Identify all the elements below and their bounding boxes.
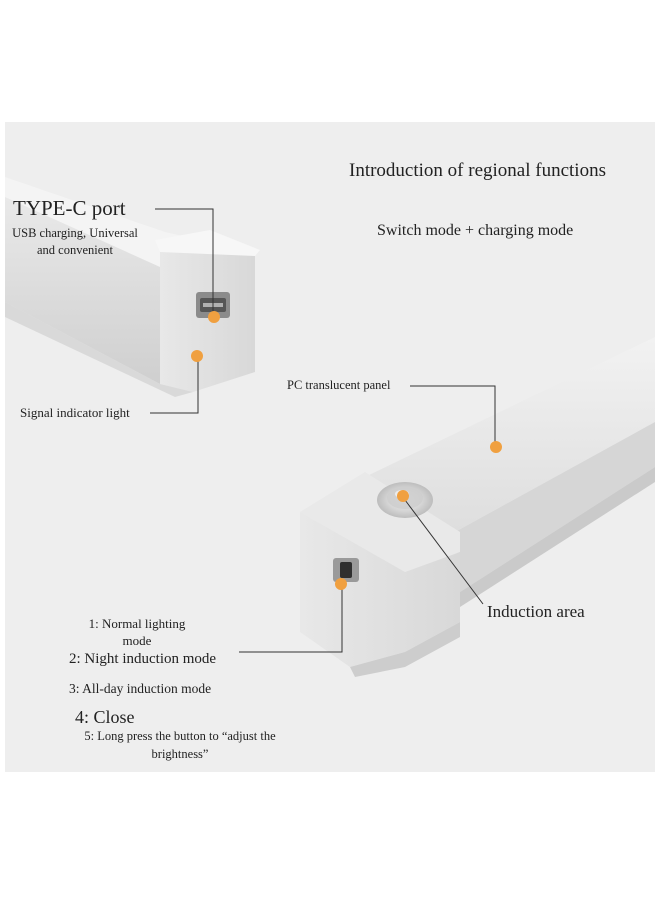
marker-usb-port bbox=[208, 311, 220, 323]
section-subtitle: Switch mode + charging mode bbox=[377, 222, 574, 239]
marker-pc-panel bbox=[490, 441, 502, 453]
marker-sensor bbox=[397, 490, 409, 502]
mode-1-line-1: 1: Normal lighting bbox=[88, 616, 186, 631]
marker-switch bbox=[335, 578, 347, 590]
pc-panel-label: PC translucent panel bbox=[287, 378, 391, 392]
typec-port-description: USB charging, Universal and convenient bbox=[5, 225, 145, 259]
typec-port-label: TYPE-C port bbox=[13, 196, 126, 220]
light-bar-illustration bbox=[5, 177, 655, 677]
section-title: Introduction of regional functions bbox=[349, 160, 606, 181]
markers bbox=[191, 311, 502, 590]
leader-switch bbox=[239, 587, 343, 653]
typec-desc-line-1: USB charging, Universal bbox=[12, 226, 138, 240]
lower-light-bar bbox=[300, 337, 655, 677]
leader-pc-panel bbox=[410, 385, 496, 450]
induction-area-label: Induction area bbox=[487, 602, 585, 621]
mode-5-label: 5: Long press the button to “adjust the … bbox=[65, 727, 295, 763]
mode-2-label: 2: Night induction mode bbox=[69, 651, 217, 667]
mode-3-label: 3: All-day induction mode bbox=[69, 681, 212, 696]
leader-typec bbox=[155, 208, 214, 312]
leader-lines bbox=[150, 208, 496, 653]
signal-indicator-label: Signal indicator light bbox=[20, 405, 130, 420]
product-image-panel: Introduction of regional functions Switc… bbox=[5, 122, 655, 772]
mode-switch bbox=[333, 558, 359, 582]
mode-1-label: 1: Normal lighting mode bbox=[67, 615, 207, 649]
mode-5-line-2: brightness” bbox=[151, 747, 209, 761]
leader-induction bbox=[404, 499, 484, 605]
marker-signal-light bbox=[191, 350, 203, 362]
mode-1-line-2: mode bbox=[122, 633, 152, 648]
leader-signal bbox=[150, 358, 199, 414]
typec-desc-line-2: and convenient bbox=[36, 243, 113, 257]
mode-4-label: 4: Close bbox=[75, 707, 135, 727]
upper-light-bar bbox=[5, 177, 260, 397]
mode-5-line-1: 5: Long press the button to “adjust the bbox=[84, 729, 276, 743]
